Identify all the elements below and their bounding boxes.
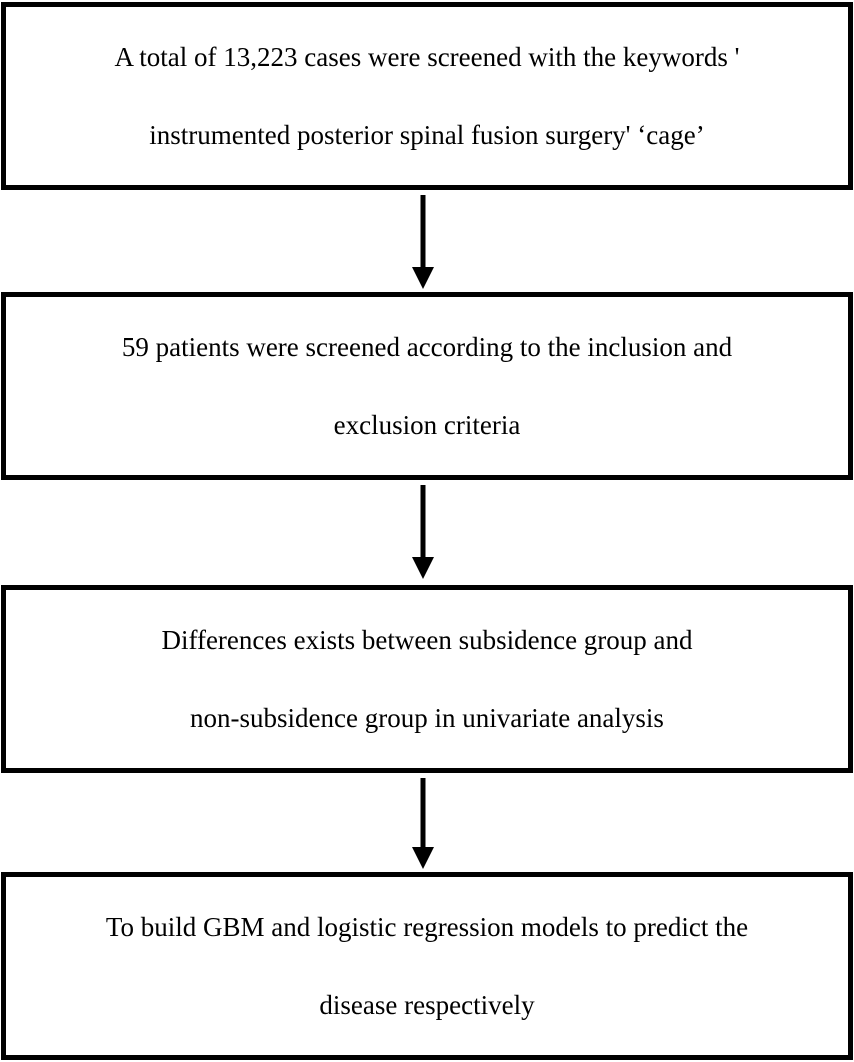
flow-step-univariate-differences: Differences exists between subsidence gr… bbox=[1, 585, 853, 773]
flow-step-text-line: 59 patients were screened according to t… bbox=[121, 332, 733, 362]
flow-step-patients-screened: 59 patients were screened according to t… bbox=[1, 292, 853, 480]
flow-step-text-line: A total of 13,223 cases were screened wi… bbox=[114, 42, 740, 72]
flow-step-cases-screened: A total of 13,223 cases were screened wi… bbox=[1, 2, 853, 190]
flow-step-text-line: Differences exists between subsidence gr… bbox=[161, 625, 693, 655]
flow-step-text-line: non-subsidence group in univariate analy… bbox=[190, 703, 664, 733]
flow-step-text-line: instrumented posterior spinal fusion sur… bbox=[149, 120, 705, 150]
flow-step-text-line: exclusion criteria bbox=[333, 410, 521, 440]
flow-step-text-line: disease respectively bbox=[319, 990, 535, 1020]
down-arrow-icon bbox=[411, 195, 435, 289]
flow-step-text-line: To build GBM and logistic regression mod… bbox=[105, 912, 749, 942]
down-arrow-icon bbox=[411, 485, 435, 579]
down-arrow-icon bbox=[411, 778, 435, 869]
flow-step-build-models: To build GBM and logistic regression mod… bbox=[1, 872, 853, 1060]
